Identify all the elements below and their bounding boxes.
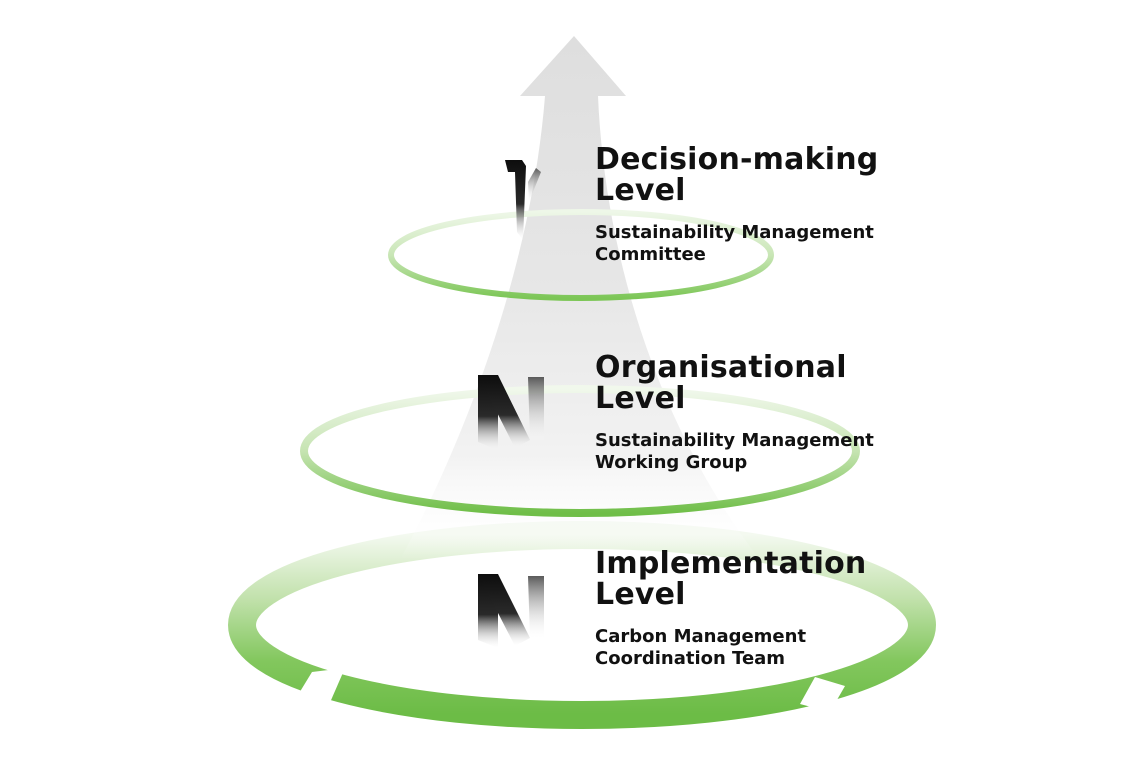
ring-decision-making <box>388 209 774 301</box>
level-decision-making: Decision-making Level Sustainability Man… <box>595 144 878 266</box>
marker-one-icon <box>505 160 541 240</box>
level-title: Organisational Level <box>595 350 847 416</box>
marker-n-organisational-icon <box>478 375 544 450</box>
level-subtitle: Sustainability Management Committee <box>595 222 874 265</box>
level-subtitle: Carbon Management Coordination Team <box>595 626 807 669</box>
level-title: Decision-making Level <box>595 142 879 208</box>
ring-organisational <box>300 385 860 517</box>
level-subtitle: Sustainability Management Working Group <box>595 430 874 473</box>
level-organisational: Organisational Level Sustainability Mana… <box>595 352 874 474</box>
marker-n-implementation-icon <box>478 574 544 648</box>
level-title: Implementation Level <box>595 546 867 612</box>
level-implementation: Implementation Level Carbon Management C… <box>595 548 866 670</box>
